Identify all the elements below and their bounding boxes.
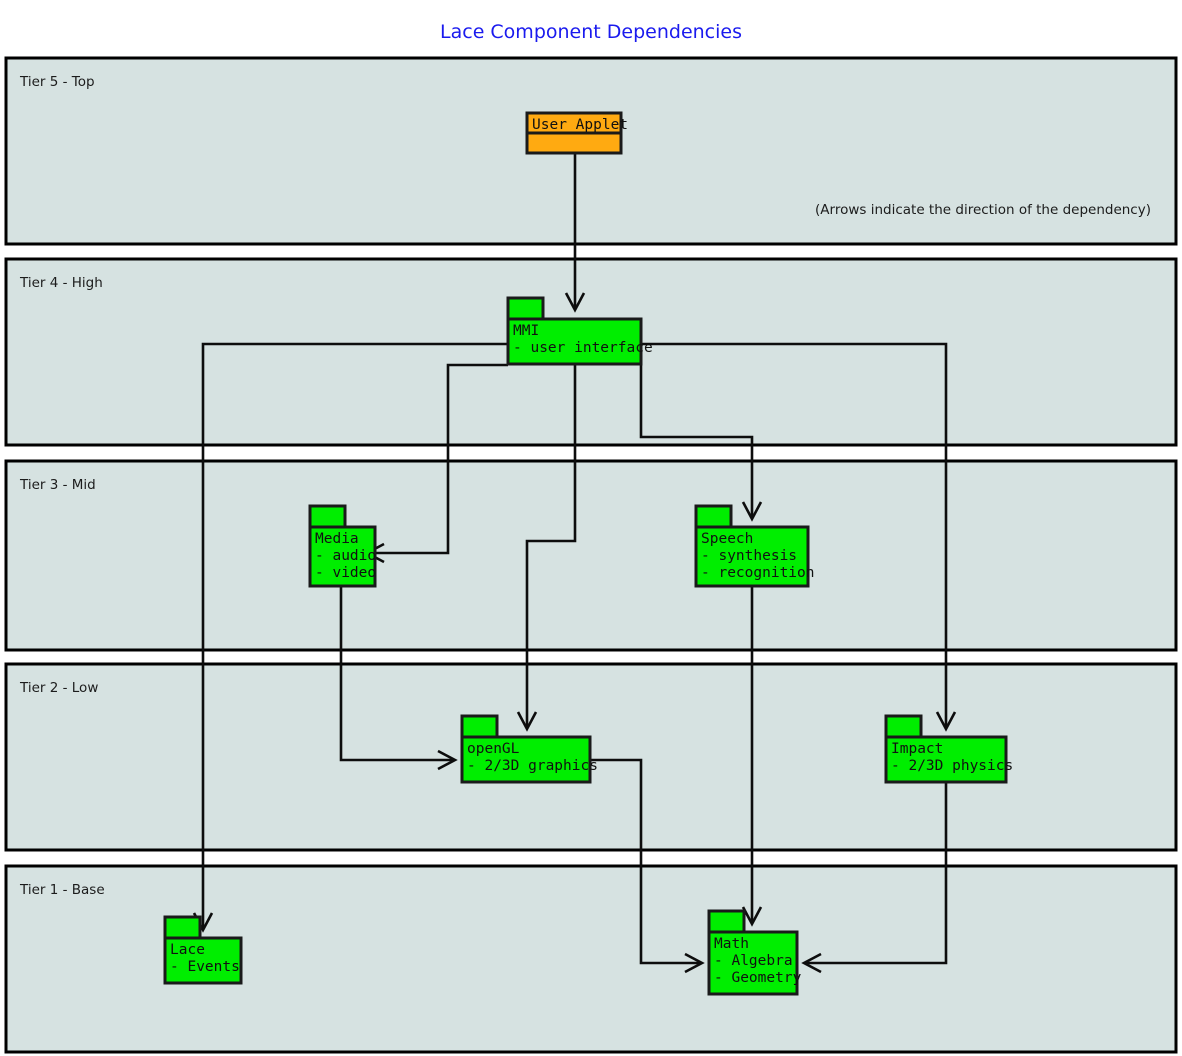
edge-path <box>367 363 508 555</box>
edge-path <box>641 342 948 729</box>
edge-path <box>525 364 577 729</box>
package-node-speech[interactable]: Speech- synthesis- recognition <box>694 504 815 588</box>
edge-path <box>804 782 948 965</box>
package-name-mmi: MMI <box>513 323 539 339</box>
dependency-edges-layer <box>192 153 957 974</box>
tier-band-tier4: Tier 4 - High <box>4 257 1178 447</box>
tier-band-rect <box>4 459 1178 652</box>
arrow-head-icon <box>516 711 538 732</box>
tier-band-tier3: Tier 3 - Mid <box>4 459 1178 652</box>
arrow-head-icon <box>437 749 458 771</box>
package-detail-line: - synthesis <box>701 548 797 564</box>
arrow-head-icon <box>935 711 957 732</box>
dependency-edge-mmi-to-impact <box>641 342 957 732</box>
package-body <box>163 936 243 985</box>
package-detail-line: - recognition <box>701 565 815 581</box>
package-name-opengl: openGL <box>467 741 520 757</box>
dependency-edge-mmi-to-speech <box>639 364 763 522</box>
dependency-edge-opengl-to-math <box>590 758 705 974</box>
package-detail-line: - audio <box>315 548 376 564</box>
edge-path <box>590 758 702 965</box>
package-detail-line: - user interface <box>513 340 653 356</box>
edge-path <box>339 586 455 762</box>
arrow-head-icon <box>741 906 763 927</box>
package-detail-line: - Algebra <box>714 953 793 969</box>
edge-path <box>201 342 508 930</box>
package-detail-line: - Geometry <box>714 970 802 986</box>
tier-label-tier1: Tier 1 - Base <box>19 882 105 898</box>
package-tab-icon <box>163 915 202 940</box>
package-node-media[interactable]: Media- audio- video <box>308 504 377 588</box>
arrow-head-icon <box>801 952 822 974</box>
package-body <box>308 525 377 588</box>
package-tab-icon <box>694 504 733 529</box>
package-body <box>884 735 1008 784</box>
package-detail-line: - video <box>315 565 376 581</box>
package-node-lace[interactable]: Lace- Events <box>163 915 243 985</box>
package-node-mmi[interactable]: MMI- user interface <box>506 296 653 366</box>
package-detail-line: - 2/3D physics <box>891 758 1013 774</box>
package-detail-line: - 2/3D graphics <box>467 758 598 774</box>
package-body <box>694 525 810 588</box>
package-name-media: Media <box>315 531 359 547</box>
package-tab-icon <box>884 714 923 739</box>
tier-label-tier5: Tier 5 - Top <box>19 74 95 90</box>
package-node-math[interactable]: Math- Algebra- Geometry <box>707 909 802 996</box>
edge-path <box>639 364 754 519</box>
package-tab-icon <box>506 296 545 321</box>
package-body <box>460 735 592 784</box>
arrow-head-icon <box>684 952 705 974</box>
legend-note: (Arrows indicate the direction of the de… <box>815 202 1151 218</box>
package-detail-line: - Events <box>170 959 240 975</box>
tier-label-tier4: Tier 4 - High <box>19 275 103 291</box>
arrow-head-icon <box>564 292 586 313</box>
dependency-edge-user-applet-to-mmi <box>564 153 586 313</box>
package-body <box>707 930 799 996</box>
page-title: Lace Component Dependencies <box>440 21 742 43</box>
dependency-edge-impact-to-math <box>801 782 948 974</box>
package-name-math: Math <box>714 936 749 952</box>
package-node-user-applet[interactable]: User Applet <box>525 111 628 155</box>
dependency-edge-speech-to-math <box>741 586 763 927</box>
package-tab-icon <box>308 504 347 529</box>
package-name-lace: Lace <box>170 942 205 958</box>
package-node-impact[interactable]: Impact- 2/3D physics <box>884 714 1013 784</box>
tier-label-tier2: Tier 2 - Low <box>19 680 98 696</box>
dependency-edge-media-to-opengl <box>339 586 458 771</box>
dependency-edge-mmi-to-opengl <box>516 364 577 732</box>
package-name-speech: Speech <box>701 531 753 547</box>
package-tab-icon <box>460 714 499 739</box>
arrow-head-icon <box>741 501 763 522</box>
tier-label-tier3: Tier 3 - Mid <box>19 477 96 493</box>
diagram-labels-layer: Lace Component Dependencies (Arrows indi… <box>440 21 1151 218</box>
tier-band-rect <box>4 257 1178 447</box>
package-tab-icon <box>707 909 746 934</box>
package-name-impact: Impact <box>891 741 943 757</box>
package-node-opengl[interactable]: openGL- 2/3D graphics <box>460 714 598 784</box>
package-name-user-applet: User Applet <box>532 117 628 133</box>
package-body <box>506 317 643 366</box>
